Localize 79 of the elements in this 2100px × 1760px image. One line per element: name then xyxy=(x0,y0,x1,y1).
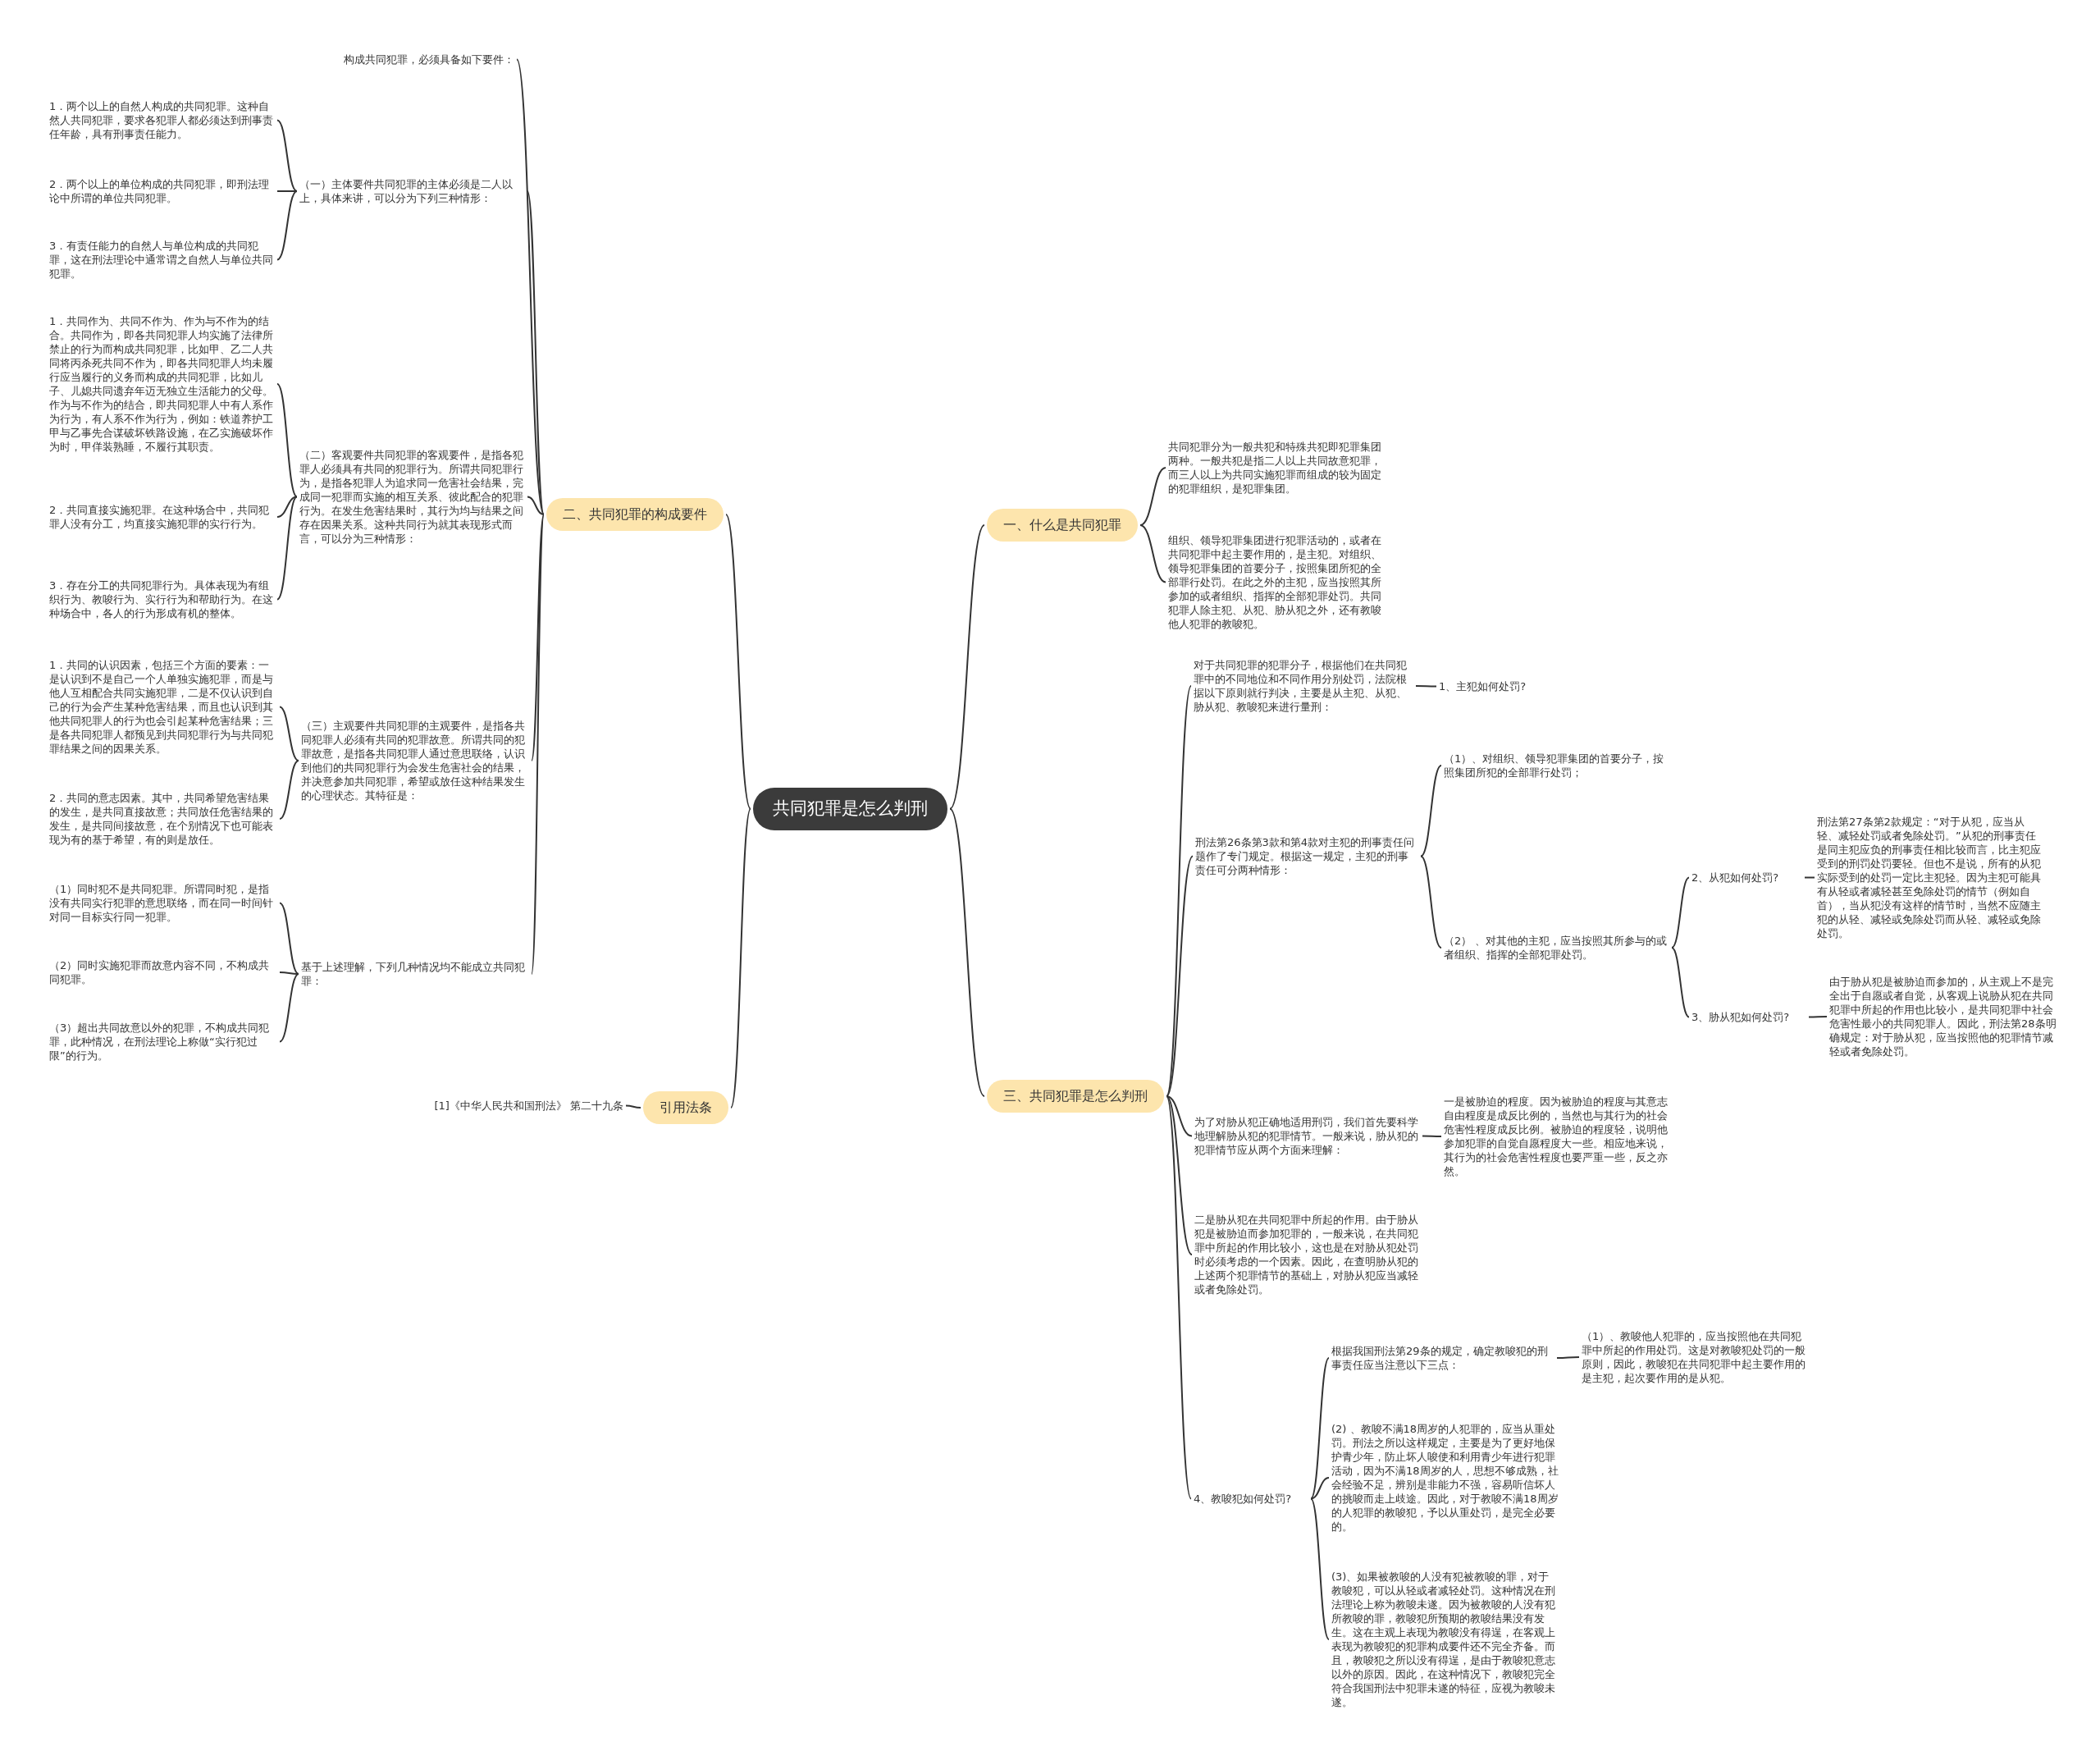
connector-line xyxy=(1415,685,1437,688)
connector-line xyxy=(1139,524,1166,583)
note-text: （二）客观要件共同犯罪的客观要件，是指各犯罪人必须具有共同的犯罪行为。所谓共同犯罪行为，是指各犯罪人为追求同一危害社会结果，完成同一犯罪而实施的相互关系、彼此配合的犯罪行为。在发生危害结果时，其行为均与结果之间存在因果关系。这种共同行为就其表现形式而言，可以分为三种情形： xyxy=(299,448,525,546)
note-text: 由于胁从犯是被胁迫而参加的，从主观上不是完全出于自愿或者自觉，从客观上说胁从犯在共同犯罪中所起的作用也比较小，是共同犯罪中社会危害性最小的共同犯罪人。因此，刑法第28条明确规定：对于胁从犯，应当按照他的犯罪情节减轻或者免除处罚。 xyxy=(1829,975,2057,1058)
note-text: 3．存在分工的共同犯罪行为。具体表现为有组织行为、教唆行为、实行行为和帮助行为。在这种场合中，各人的行为形成有机的整体。 xyxy=(49,578,275,620)
connector-line xyxy=(1671,947,1690,1018)
connector-line xyxy=(725,514,751,810)
connector-line xyxy=(276,496,298,601)
connector-line xyxy=(1310,1497,1330,1640)
note-text: 1．共同作为、共同不作为、作为与不作为的结合。共同作为，即各共同犯罪人均实施了法律所禁止的行为而构成共同犯罪，比如甲、乙二人共同将丙杀死共同不作为，即各共同犯罪人均未履行应当履行的义务而构成的共同犯罪，比如儿子、儿媳共同遗弃年迈无独立生活能力的父母。作为与不作为的结合，即共同犯罪人中有人系作为行为，有人系不作为行为，例如：铁道养护工甲与乙事先合谋破坏铁路设施，在乙实施破坏作为时，甲佯装熟睡，不履行其职责。 xyxy=(49,314,275,454)
note-text: （三）主观要件共同犯罪的主观要件，是指各共同犯罪人必须有共同的犯罪故意。所谓共同的犯罪故意，是指各共同犯罪人通过意思联络，认识到他们的共同犯罪行为会发生危害社会的结果，并决意参加共同犯罪，希望或放任这种结果发生的心理状态。其特征是： xyxy=(301,719,529,802)
note-text: （2） 、对其他的主犯，应当按照其所参与的或者组织、指挥的全部犯罪处罚。 xyxy=(1444,934,1669,962)
note-text: (3)、如果被教唆的人没有犯被教唆的罪，对于教唆犯，可以从轻或者减轻处罚。这种情况在刑法理论上称为教唆未遂。因为被教唆的人没有犯所教唆的罪，教唆犯所预期的教唆结果没有发生。这在主观上表现为教唆没有得逞，在客观上表现为教唆犯的犯罪构成要件还不完全齐备。而且，教唆犯之所以没有得逞，是由于教唆犯意志以外的原因。因此，在这种情况下，教唆犯完全符合我国刑法中犯罪未遂的特征，应视为教唆未遂。 xyxy=(1331,1570,1559,1709)
connector-line xyxy=(279,902,299,975)
connector-line xyxy=(531,514,545,761)
connector-line xyxy=(625,1104,641,1109)
note-text: [1]《中华人民共和国刑法》 第二十九条 xyxy=(414,1099,623,1113)
connector-line xyxy=(1420,855,1442,949)
connector-line xyxy=(1671,876,1690,949)
connector-line xyxy=(279,706,299,761)
note-text: 2、从犯如何处罚? xyxy=(1691,871,1802,885)
connector-line xyxy=(1310,1357,1330,1500)
note-text: 共同犯罪分为一般共犯和特殊共犯即犯罪集团两种。一般共犯是指二人以上共同故意犯罪，而三人以上为共同实施犯罪而组成的较为固定的犯罪组织，是犯罪集团。 xyxy=(1168,440,1391,496)
note-text: 3、胁从犯如何处罚? xyxy=(1691,1010,1806,1024)
note-text: 4、教唆犯如何处罚? xyxy=(1194,1492,1308,1506)
note-text: 刑法第26条第3款和第4款对主犯的刑事责任问题作了专门规定。根据这一规定，主犯的刑事责任可分两种情形： xyxy=(1195,835,1418,877)
connector-line xyxy=(276,119,298,192)
topic-pill: 引用法条 xyxy=(643,1091,728,1124)
note-text: 二是胁从犯在共同犯罪中所起的作用。由于胁从犯是被胁迫而参加犯罪的，一般来说，在共同犯罪中所起的作用比较小，这也是在对胁从犯处罚时必须考虑的一个因素。因此，在查明胁从犯的上述两个犯罪情节的基础上，对胁从犯应当减轻或者免除处罚。 xyxy=(1194,1213,1420,1296)
connector-line xyxy=(276,190,298,192)
connector-line xyxy=(276,190,298,261)
connector-line xyxy=(527,190,545,515)
connector-line xyxy=(1804,876,1815,879)
note-text: 1、主犯如何处罚? xyxy=(1439,679,1545,693)
connector-line xyxy=(276,496,298,518)
note-text: 1．共同的认识因素，包括三个方面的要素：一是认识到不是自己一个人单独实施犯罪，而是与他人互相配合共同实施犯罪，二是不仅认识到自己的行为会产生某种危害结果，而且也认识到其他共同犯罪人的行为也会引起某种危害结果；三是各共同犯罪人都预见到共同犯罪行为与共同犯罪结果之间的因果关系。 xyxy=(49,658,277,756)
connector-line xyxy=(949,524,985,810)
connector-line xyxy=(1310,1477,1330,1500)
connector-line xyxy=(1139,467,1166,526)
note-text: （1）同时犯不是共同犯罪。所谓同时犯，是指没有共同实行犯罪的意思联络，而在同一时间针对同一目标实行同一犯罪。 xyxy=(49,882,277,924)
note-text: （1）、对组织、领导犯罪集团的首要分子，按照集团所犯的全部罪行处罚； xyxy=(1444,752,1669,779)
note-text: 1．两个以上的自然人构成的共同犯罪。这种自然人共同犯罪，要求各犯罪人都必须达到刑事责任年龄，具有刑事责任能力。 xyxy=(49,99,275,141)
connector-line xyxy=(1808,1016,1828,1018)
connector-line xyxy=(276,383,298,498)
topic-pill: 三、共同犯罪是怎么判刑 xyxy=(987,1080,1164,1113)
note-text: 2．共同直接实施犯罪。在这种场合中，共同犯罪人没有分工，均直接实施犯罪的实行行为。 xyxy=(49,503,275,531)
note-text: 组织、领导犯罪集团进行犯罪活动的，或者在共同犯罪中起主要作用的，是主犯。对组织、领导犯罪集团的首要分子，按照集团所犯的全部罪行处罚。在此之外的主犯，应当按照其所参加的或者组织、指挥的全部犯罪处罚。共同犯罪人除主犯、从犯、胁从犯之外，还有教唆他人犯罪的教唆犯。 xyxy=(1168,533,1391,631)
connector-line xyxy=(730,807,751,1109)
connector-line xyxy=(949,807,985,1097)
connector-line xyxy=(1556,1356,1580,1359)
note-text: 对于共同犯罪的犯罪分子，根据他们在共同犯罪中的不同地位和不同作用分别处罚，法院根据以下原则就行判决，主要是从主犯、从犯、胁从犯、教唆犯来进行量刑： xyxy=(1194,658,1413,714)
connector-line xyxy=(527,496,545,515)
central-topic: 共同犯罪是怎么判刑 xyxy=(753,788,947,830)
connector-line xyxy=(1166,1095,1193,1137)
connector-line xyxy=(1166,1095,1193,1255)
note-text: 2．共同的意志因素。其中，共同希望危害结果的发生，是共同直接故意；共同放任危害结果的发生，是共同间接故意，在个别情况下也可能表现为有的基于希望，有的则是放任。 xyxy=(49,791,277,847)
connector-line xyxy=(1422,1135,1442,1137)
note-text: 3．有责任能力的自然人与单位构成的共同犯罪，这在刑法理论中通常谓之自然人与单位共同犯罪。 xyxy=(49,239,275,281)
note-text: 刑法第27条第2款规定：“对于从犯，应当从轻、减轻处罚或者免除处罚。”从犯的刑事责任是同主犯应负的刑事责任相比较而言，比主犯应受到的刑罚处罚要轻。但也不是说，所有的从犯实际受到的处罚一定比主犯轻。因为主犯可能具有从轻或者减轻甚至免除处罚的情节（例如自首），当从犯没有这样的情节时，当然不应随主犯的从轻、减轻或免除处罚而从轻、减轻或免除处罚。 xyxy=(1817,815,2045,940)
connector-line xyxy=(279,973,299,1043)
note-text: (2) 、教唆不满18周岁的人犯罪的，应当从重处罚。刑法之所以这样规定，主要是为了更好地保护青少年，防止坏人唆使和利用青少年进行犯罪活动，因为不满18周岁的人，思想不够成熟，社会经验不足，辨别是非能力不强，容易听信坏人的挑唆而走上歧途。因此，对于教唆不满18周岁的人犯罪的教唆犯，予以从重处罚，是完全必要的。 xyxy=(1331,1422,1559,1534)
note-text: （3）超出共同故意以外的犯罪，不构成共同犯罪，此种情况，在刑法理论上称做“实行犯过限”的行为。 xyxy=(49,1021,277,1063)
note-text: 2．两个以上的单位构成的共同犯罪，即刑法理论中所谓的单位共同犯罪。 xyxy=(49,177,275,205)
connector-line xyxy=(1166,855,1194,1097)
connector-line xyxy=(531,514,545,975)
note-text: （1）、教唆他人犯罪的，应当按照他在共同犯罪中所起的作用处罚。这是对教唆犯处罚的一般原则，因此，教唆犯在共同犯罪中起主要作用的是主犯，起次要作用的是从犯。 xyxy=(1582,1329,1810,1385)
note-text: 构成共同犯罪，必须具备如下要件： xyxy=(332,53,514,66)
note-text: 为了对胁从犯正确地适用刑罚，我们首先要科学地理解胁从犯的犯罪情节。一般来说，胁从犯的犯罪情节应从两个方面来理解： xyxy=(1194,1115,1420,1157)
topic-pill: 一、什么是共同犯罪 xyxy=(987,509,1138,542)
connector-line xyxy=(279,760,299,820)
note-text: 一是被胁迫的程度。因为被胁迫的程度与其意志自由程度是成反比例的，当然也与其行为的社会危害性程度成反比例。被胁迫的程度轻，说明他参加犯罪的自觉自愿程度大一些。相应地来说，其行为的社会危害性程度也要严重一些，反之亦然。 xyxy=(1444,1095,1672,1178)
connector-line xyxy=(279,971,299,975)
note-text: （2）同时实施犯罪而故意内容不同，不构成共同犯罪。 xyxy=(49,958,277,986)
note-text: 根据我国刑法第29条的规定，确定教唆犯的刑事责任应当注意以下三点： xyxy=(1331,1344,1554,1372)
note-text: 基于上述理解，下列几种情况均不能成立共同犯罪： xyxy=(301,960,529,988)
topic-pill: 二、共同犯罪的构成要件 xyxy=(546,498,724,531)
connector-line xyxy=(1166,1095,1192,1500)
note-text: （一）主体要件共同犯罪的主体必须是二人以上，具体来讲，可以分为下列三种情形： xyxy=(299,177,525,205)
connector-line xyxy=(1420,765,1442,857)
